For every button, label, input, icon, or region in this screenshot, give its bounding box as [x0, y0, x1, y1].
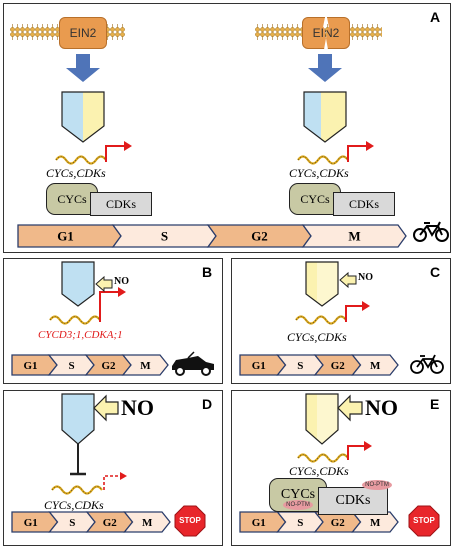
- phase-ribbon-b: G1 S G2 M: [11, 354, 169, 376]
- tss-arrow-e: [347, 445, 364, 460]
- phase-m-label: M: [370, 517, 381, 529]
- ein2-left: EIN2: [59, 17, 107, 49]
- no-arrow-c: [339, 271, 357, 289]
- phase-ribbon-e: G1 S G2 M: [239, 511, 399, 533]
- no-label-d: NO: [121, 395, 154, 420]
- cyc-box-e: CYCs: [269, 478, 327, 512]
- tss-arrow-c: [345, 305, 362, 322]
- phase-m-chevron: [123, 511, 171, 533]
- tss-arrow-d-dashed: [103, 475, 120, 490]
- panel-label-b: B: [202, 264, 213, 280]
- gene-label-e: CYCs,CDKs: [289, 464, 349, 478]
- cyc-box-left: CYCs: [46, 183, 98, 215]
- tss-arrow-left: [105, 145, 124, 162]
- phase-m-chevron: [301, 224, 407, 248]
- phase-m-label: M: [370, 360, 381, 372]
- arrow-down-left: [66, 54, 100, 82]
- panel-label-d: D: [202, 396, 213, 412]
- receptor-right: [303, 91, 347, 143]
- gene-label-a-left: CYCs,CDKs: [46, 166, 106, 180]
- phase-g2-label: G2: [103, 517, 118, 529]
- phase-g2-label: G2: [331, 360, 346, 372]
- phase-m-label: M: [140, 360, 151, 372]
- receptor-b: [61, 261, 95, 307]
- no-arrow-b: [95, 275, 113, 293]
- phase-g2-label: G2: [251, 229, 268, 244]
- car-icon: [172, 351, 214, 376]
- receptor-d: [61, 393, 95, 445]
- phase-s-label: S: [68, 360, 74, 372]
- phase-m-label: M: [142, 517, 153, 529]
- arrow-down-right: [308, 54, 342, 82]
- panel-label-e: E: [430, 396, 440, 412]
- panel-label-a: A: [430, 9, 441, 25]
- phase-m-label: M: [348, 229, 360, 244]
- stop-sign-icon-d: [174, 505, 206, 537]
- tss-arrow-right: [347, 145, 366, 162]
- ptm-badge-2: NO-PTM: [283, 500, 313, 510]
- no-arrow-e: [337, 394, 363, 422]
- no-label-b: NO: [114, 276, 129, 287]
- no-arrow-d: [93, 394, 119, 422]
- bicycle-icon: [413, 221, 449, 242]
- phase-g1-label: G1: [24, 517, 38, 529]
- cyc-box-right: CYCs: [289, 183, 341, 215]
- cdk-box-right: CDKs: [333, 192, 395, 216]
- phase-s-label: S: [161, 229, 168, 244]
- stop-sign-icon-e: [408, 505, 440, 537]
- phase-g2-label: G2: [101, 360, 116, 372]
- phase-s-label: S: [297, 360, 303, 372]
- receptor-c: [305, 261, 339, 307]
- gene-label-a-right: CYCs,CDKs: [289, 166, 349, 180]
- bicycle-icon-c: [410, 354, 444, 374]
- gene-label-c: CYCs,CDKs: [287, 330, 347, 344]
- no-label-c: NO: [358, 272, 373, 283]
- stop-text-d: STOP: [179, 516, 201, 525]
- phase-m-chevron: [351, 511, 399, 533]
- no-label-e: NO: [365, 395, 398, 420]
- stop-text-e: STOP: [413, 516, 435, 525]
- phase-m-chevron: [351, 354, 399, 376]
- phase-ribbon-d: G1 S G2 M: [11, 511, 171, 533]
- phase-ribbon-c: G1 S G2 M: [239, 354, 399, 376]
- phase-g1-label: G1: [252, 360, 266, 372]
- phase-s-label: S: [297, 517, 303, 529]
- cdk-box-left: CDKs: [90, 192, 152, 216]
- receptor-left: [61, 91, 105, 143]
- tss-arrow-b: [99, 291, 118, 322]
- gene-label-d: CYCs,CDKs: [44, 498, 104, 512]
- phase-s-label: S: [69, 517, 75, 529]
- cdk-box-e: CDKs: [318, 487, 388, 515]
- phase-ribbon-a: G1 S G2 M: [17, 224, 407, 248]
- phase-g2-label: G2: [331, 517, 346, 529]
- ptm-badge-1: NO-PTM: [362, 480, 392, 490]
- phase-m-chevron: [121, 354, 169, 376]
- phase-g1-label: G1: [23, 360, 37, 372]
- receptor-e: [305, 393, 339, 445]
- phase-g1-label: G1: [57, 229, 74, 244]
- phase-g1-label: G1: [252, 517, 266, 529]
- panel-label-c: C: [430, 264, 441, 280]
- gene-label-b: CYCD3;1,CDKA;1: [38, 329, 123, 341]
